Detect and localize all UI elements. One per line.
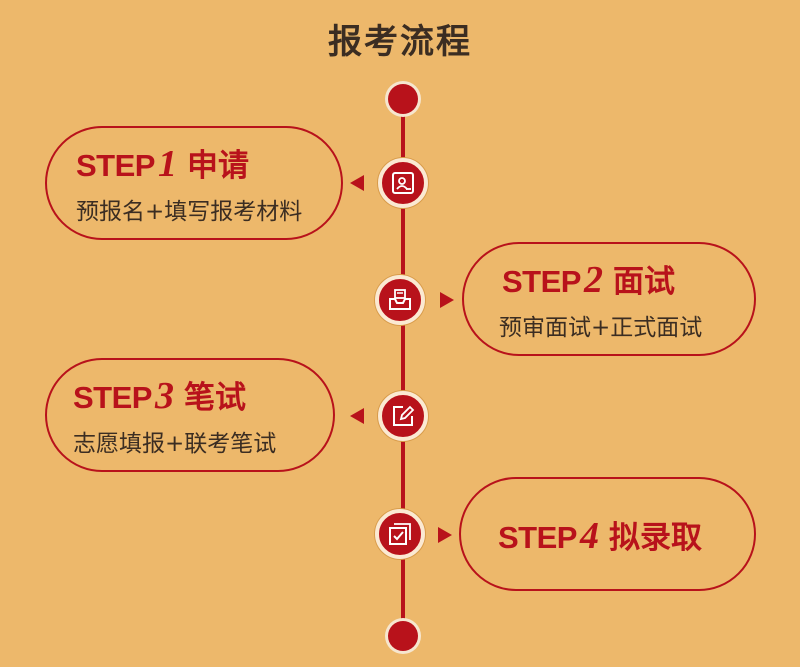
step-1-card — [45, 126, 343, 240]
step-3-description: 志愿填报+联考笔试 — [73, 431, 277, 457]
step-2-node — [375, 275, 425, 325]
edit-pen-icon — [393, 405, 415, 426]
step-2-number: 2 — [583, 259, 603, 301]
timeline-end-dot — [388, 621, 418, 651]
page-title: 报考流程 — [328, 22, 472, 62]
step-3-pointer — [350, 408, 364, 424]
step-2-pointer — [440, 292, 454, 308]
step-4-heading: STEP 4 拟录取 — [498, 512, 702, 558]
step-4-node — [375, 509, 425, 559]
step-2-description: 预审面试+正式面试 — [499, 315, 703, 341]
timeline-start-dot — [388, 84, 418, 114]
step-3-label: STEP — [73, 380, 152, 415]
step-1-description: 预报名+填写报考材料 — [76, 199, 303, 225]
step-3-name: 笔试 — [183, 380, 246, 416]
step-1-number: 1 — [157, 143, 177, 185]
id-card-icon — [392, 172, 414, 194]
step-1-label: STEP — [76, 148, 155, 183]
step-3-heading: STEP 3 笔试 — [73, 372, 246, 418]
step-1-heading: STEP 1 申请 — [76, 140, 249, 186]
step-1-pointer — [350, 175, 364, 191]
checklist-icon — [389, 523, 411, 545]
step-4-card — [459, 477, 756, 591]
step-4-label: STEP — [498, 520, 577, 555]
inbox-tray-icon — [389, 289, 411, 310]
timeline-line — [401, 98, 405, 638]
step-4-number: 4 — [579, 515, 599, 557]
step-4-name: 拟录取 — [608, 520, 702, 556]
step-1-node — [378, 158, 428, 208]
step-1-name: 申请 — [186, 148, 249, 184]
step-4-pointer — [438, 527, 452, 543]
step-2-card — [462, 242, 756, 356]
step-2-label: STEP — [502, 264, 581, 299]
step-3-node — [378, 391, 428, 441]
step-2-heading: STEP 2 面试 — [502, 256, 675, 302]
step-3-number: 3 — [154, 375, 174, 417]
step-3-card — [45, 358, 335, 472]
step-2-name: 面试 — [612, 264, 675, 300]
